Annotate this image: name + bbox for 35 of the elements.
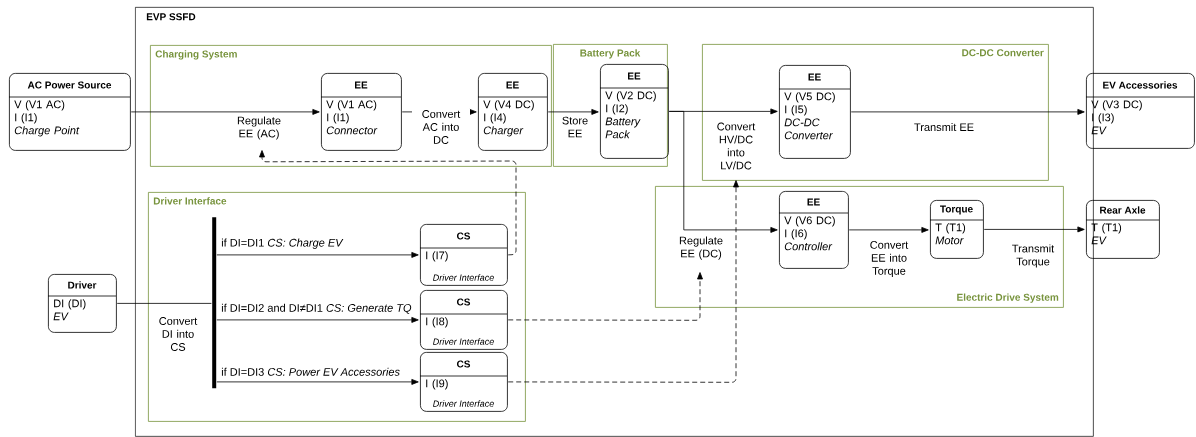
arrow (983, 226, 1085, 233)
state-box: AC Power Source V (V1 AC) I (I1) Charge Point (8, 73, 131, 151)
edge-label: Regulate EE (AC) (234, 115, 284, 141)
state-box: EE V (V5 DC) I (I5) DC-DC Converter (778, 65, 851, 159)
edge-label: if DI=DI3 CS: Power EV Accessories (221, 367, 400, 376)
state-box: CS I (I8) Driver Interface (419, 290, 508, 350)
arrow (216, 379, 419, 385)
arrow (507, 180, 739, 383)
arrow (507, 272, 703, 321)
arrow (216, 252, 419, 258)
edge-label: Convert EE into Torque (865, 240, 913, 278)
arrow (130, 108, 320, 115)
arrow (848, 227, 929, 233)
edge-label: Transmit Torque (1007, 243, 1059, 269)
state-box: Torque T (T1) Motor (929, 200, 984, 259)
state-box: EE V (V2 DC) I (I2) Battery Pack (599, 64, 669, 159)
state-box: CS I (I7) Driver Interface (419, 224, 508, 286)
state-box: EE V (V6 DC) I (I6) Controller (778, 191, 849, 269)
edge-label: if DI=DI1 CS: Charge EV (221, 238, 344, 249)
edge-label: Store EE (559, 115, 591, 139)
state-box: EE V (V1 AC) I (I1) Connector (320, 73, 402, 151)
arrow (547, 108, 599, 115)
state-box: EE V (V4 DC) I (I4) Charger (477, 73, 548, 151)
edge-label: Regulate EE (DC) (676, 235, 726, 261)
arrow (668, 111, 778, 233)
junction-bar (212, 217, 217, 389)
edge-label: Transmit EE (912, 121, 976, 133)
edge-label: Convert AC into DC (412, 109, 470, 145)
arrow (216, 317, 419, 323)
edge-label: Convert HV/DC into LV/DC (714, 121, 758, 171)
arrow (850, 108, 1085, 115)
edge-label: Convert DI into CS (151, 316, 205, 352)
state-box: CS I (I9) Driver Interface (419, 352, 508, 412)
edge-label: if DI=DI2 and DI≠DI1 CS: Generate TQ (221, 303, 412, 314)
state-box: Driver DI (DI) EV (47, 274, 117, 333)
